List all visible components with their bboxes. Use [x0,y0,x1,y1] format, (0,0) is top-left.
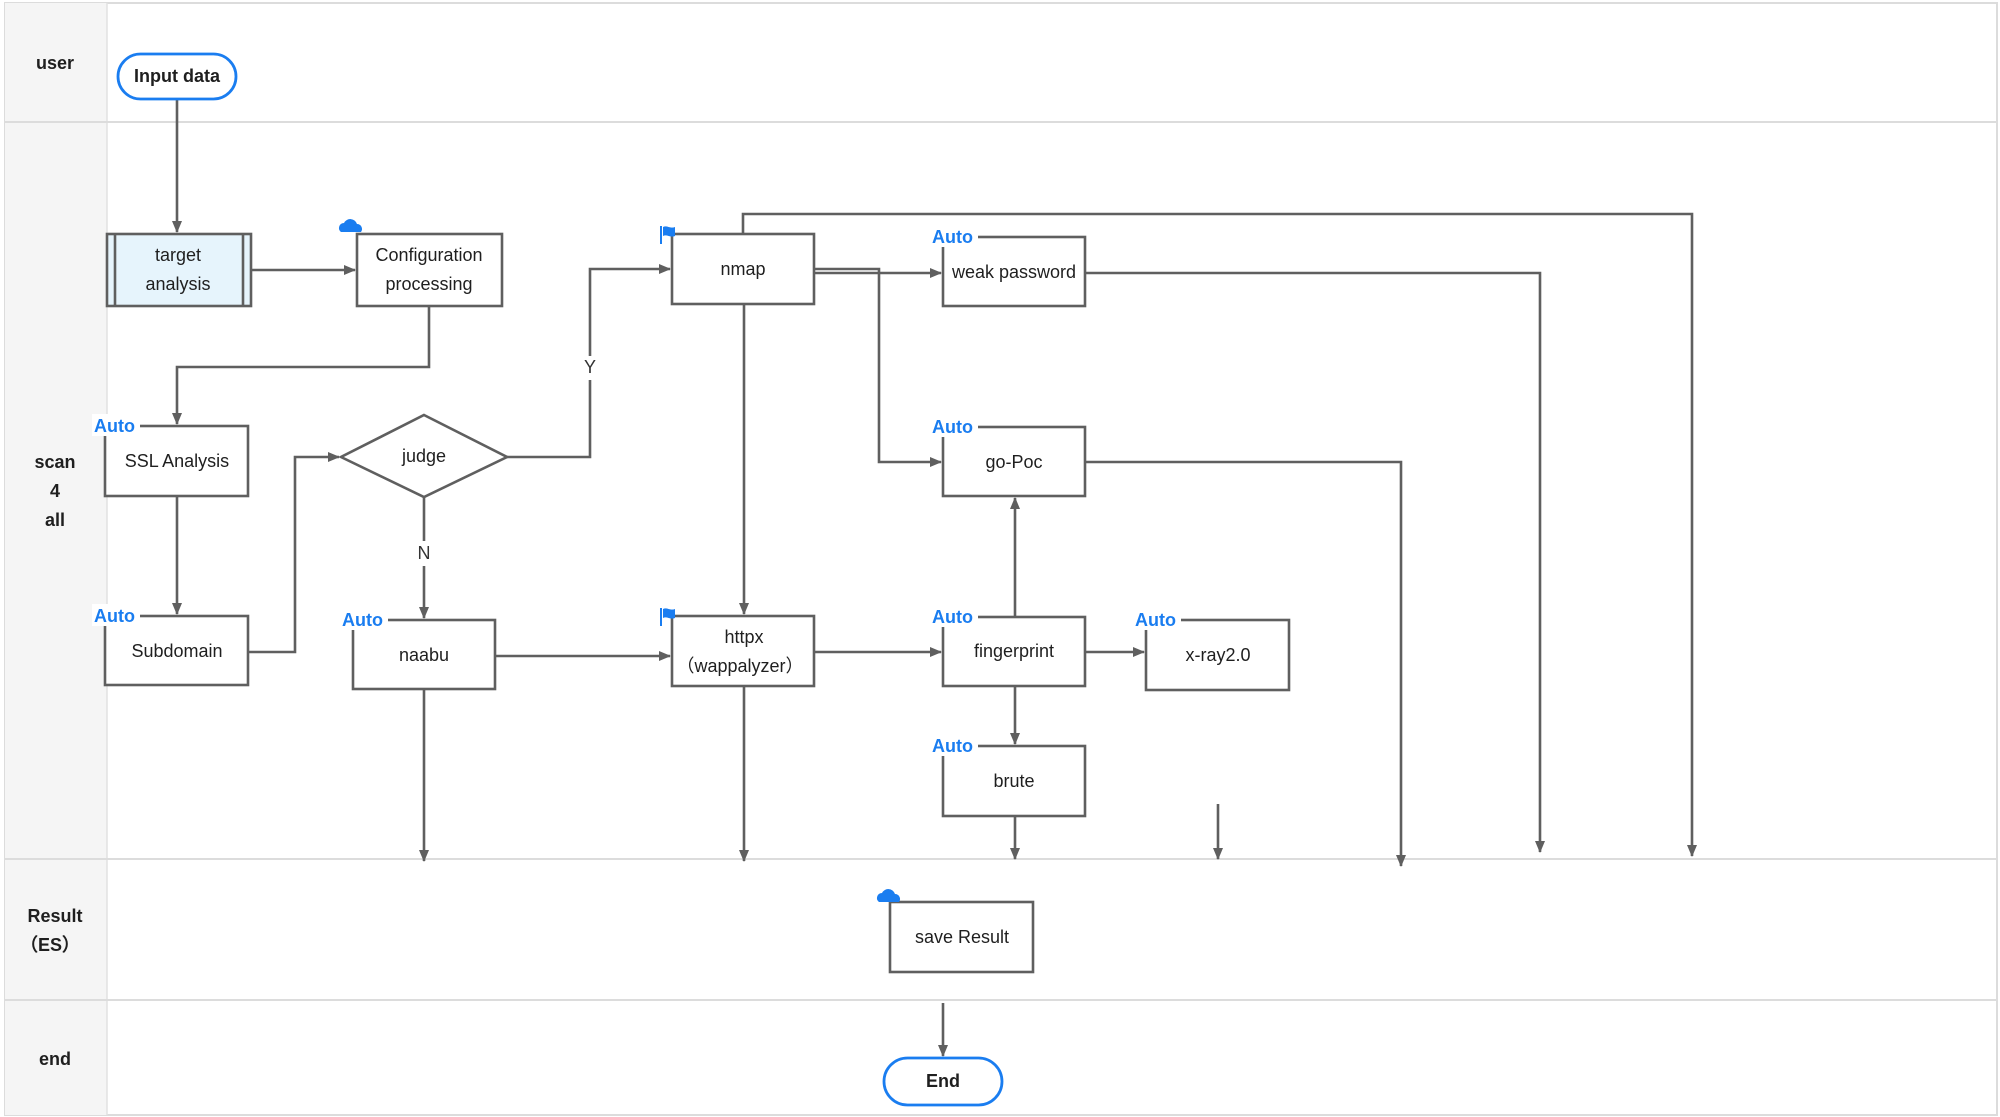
node-weak-password[interactable]: Auto weak password [930,225,1087,308]
edge-nmap-to-gopoc [814,267,942,467]
auto-badge: Auto [932,736,973,756]
node-target-analysis[interactable]: target analysis [105,232,253,308]
node-label: SSL Analysis [125,451,229,471]
node-label: brute [993,771,1034,791]
node-naabu[interactable]: Auto naabu [340,608,497,691]
lane-label-result-1: Result [27,906,82,926]
edge-nmap-to-result [741,212,1697,857]
edge-judge-yes-a [507,380,592,459]
node-ssl-analysis[interactable]: Auto SSL Analysis [92,414,250,498]
auto-badge: Auto [1135,610,1176,630]
edge-config-to-ssl [172,306,431,425]
node-label-line-1: target [155,245,201,265]
node-label: naabu [399,645,449,665]
node-label: Input data [134,66,221,86]
node-httpx[interactable]: httpx （wappalyzer） [660,608,816,688]
node-end[interactable]: End [882,1056,1004,1107]
auto-badge: Auto [94,416,135,436]
node-fingerprint[interactable]: Auto fingerprint [930,605,1087,688]
node-label-line-2: （wappalyzer） [676,656,803,676]
node-label: judge [401,446,446,466]
auto-badge: Auto [932,607,973,627]
lane-header-column [5,3,107,1115]
edges [172,100,1697,1057]
node-label: go-Poc [985,452,1042,472]
lane-label-scan-3: all [45,510,65,530]
edge-label-yes: Y [584,357,596,377]
lane-label-result-2: （ES） [20,935,80,955]
node-subdomain[interactable]: Auto Subdomain [92,604,250,687]
node-go-poc[interactable]: Auto go-Poc [930,415,1087,498]
cloud-icon [877,889,900,902]
node-label: nmap [720,259,765,279]
node-label: save Result [915,927,1009,947]
node-label-line-1: Configuration [375,245,482,265]
edge-label-no: N [418,543,431,563]
edge-subdomain-to-judge [248,452,340,654]
node-label-line-2: processing [385,274,472,294]
auto-badge: Auto [932,227,973,247]
lane-label-scan-2: 4 [50,481,60,501]
node-save-result[interactable]: save Result [877,889,1035,974]
node-label: weak password [951,262,1076,282]
node-nmap[interactable]: nmap [660,226,816,306]
auto-badge: Auto [932,417,973,437]
node-input-data[interactable]: Input data [116,52,238,101]
flag-icon [660,608,675,626]
node-label-line-1: httpx [724,627,763,647]
node-label: End [926,1071,960,1091]
flag-icon [660,226,675,244]
node-configuration-processing[interactable]: Configuration processing [339,219,504,308]
lane-label-end: end [39,1049,71,1069]
edge-gopoc-to-result [1085,460,1406,867]
cloud-icon [339,219,362,232]
node-judge-decision[interactable]: judge [338,413,510,499]
node-label: x-ray2.0 [1185,645,1250,665]
node-label: Subdomain [131,641,222,661]
edge-weakpw-to-result [1085,271,1545,853]
auto-badge: Auto [342,610,383,630]
auto-badge: Auto [94,606,135,626]
lane-label-user: user [36,53,74,73]
node-x-ray[interactable]: Auto x-ray2.0 [1133,608,1291,692]
node-brute[interactable]: Auto brute [930,734,1087,818]
edge-judge-yes-to-nmap [588,264,671,356]
node-label-line-2: analysis [145,274,210,294]
lane-label-scan-1: scan [34,452,75,472]
node-label: fingerprint [974,641,1054,661]
